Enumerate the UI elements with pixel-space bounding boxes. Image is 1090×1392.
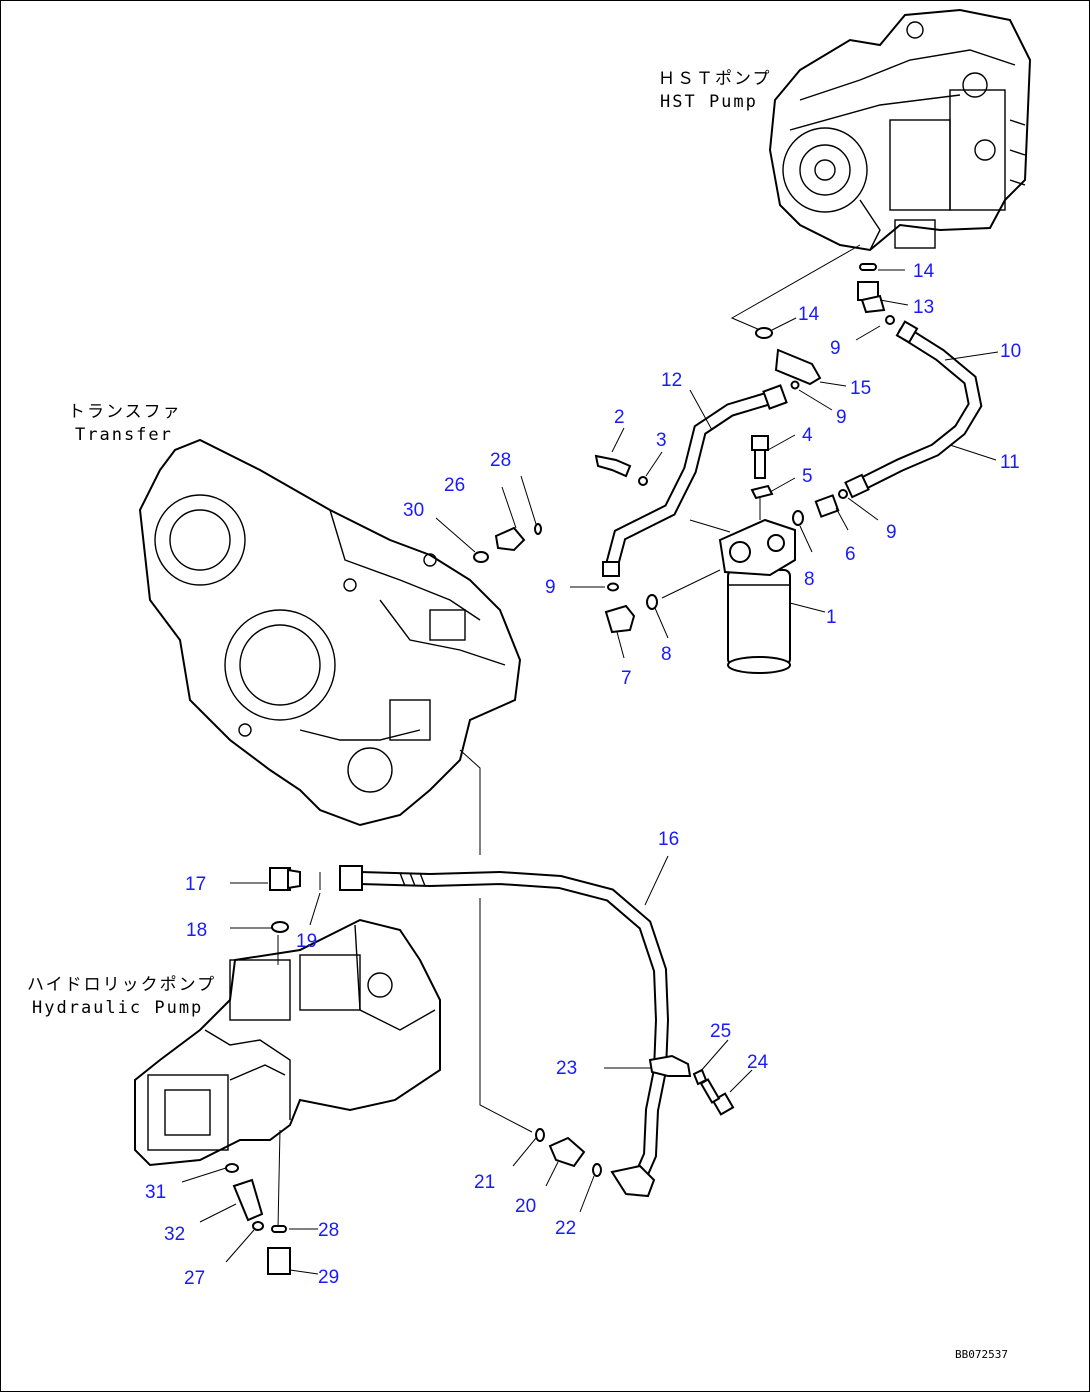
callout-4: 4 <box>802 425 813 446</box>
callout-8-left: 8 <box>661 644 672 665</box>
elbow-29 <box>267 1247 291 1275</box>
callout-28-top: 28 <box>490 450 511 471</box>
oring-31 <box>225 1163 239 1173</box>
callout-14-top: 14 <box>913 261 935 282</box>
oring-9b <box>790 380 800 390</box>
callout-29: 29 <box>318 1267 339 1288</box>
filter-assembly <box>718 518 796 674</box>
tube-32 <box>232 1178 264 1222</box>
washer-25 <box>692 1068 708 1086</box>
oring-30 <box>473 551 489 563</box>
adapter-26 <box>494 526 526 552</box>
callout-23: 23 <box>556 1058 577 1079</box>
oring-8b <box>646 594 658 610</box>
callout-18: 18 <box>186 920 207 941</box>
oring-14b <box>755 327 773 339</box>
callout-2: 2 <box>614 407 625 428</box>
callout-31: 31 <box>145 1182 166 1203</box>
callout-27: 27 <box>184 1268 205 1289</box>
fitting-6 <box>814 494 840 518</box>
callout-21: 21 <box>474 1172 495 1193</box>
callout-26: 26 <box>444 475 465 496</box>
elbow-17 <box>269 867 301 891</box>
hydraulic-pump-illustration <box>134 918 441 1167</box>
drawing-code: BB072537 <box>955 1348 1008 1361</box>
oring-21 <box>535 1128 545 1142</box>
callout-9-right: 9 <box>886 522 897 543</box>
elbow-13 <box>857 281 886 314</box>
callout-30: 30 <box>403 500 424 521</box>
callout-10: 10 <box>1000 341 1021 362</box>
elbow-7 <box>604 604 636 634</box>
bolt-24 <box>699 1078 735 1116</box>
callout-22: 22 <box>555 1218 576 1239</box>
callout-1: 1 <box>826 607 837 628</box>
callout-7: 7 <box>621 668 632 689</box>
callout-28-bottom: 28 <box>318 1220 339 1241</box>
oring-18 <box>271 921 289 933</box>
oring-14a <box>859 263 877 271</box>
callout-9-left: 9 <box>545 577 556 598</box>
hose-11 <box>844 320 983 499</box>
transfer-label-en: Transfer <box>75 425 173 445</box>
callout-14-left: 14 <box>798 304 820 325</box>
pump-drop-line <box>277 1129 281 1229</box>
callout-24: 24 <box>747 1052 769 1073</box>
flow-line <box>730 244 861 331</box>
hydraulic-pump-label-en: Hydraulic Pump <box>32 998 203 1018</box>
oring-28a <box>534 523 542 535</box>
oring-8a <box>792 510 804 526</box>
callout-20: 20 <box>515 1196 536 1217</box>
oring-27 <box>252 1221 264 1231</box>
callout-15: 15 <box>850 378 871 399</box>
oring-22 <box>592 1163 602 1177</box>
hose-16 <box>339 865 670 1198</box>
callout-9-upper: 9 <box>830 338 841 359</box>
hst-pump-label-en: HST Pump <box>660 92 758 112</box>
callout-11: 11 <box>1000 452 1020 473</box>
sensor-2 <box>594 454 632 478</box>
callout-3: 3 <box>656 430 667 451</box>
oring-9a <box>607 582 619 592</box>
callout-16: 16 <box>658 829 679 850</box>
callout-6: 6 <box>845 544 856 565</box>
callout-9-mid: 9 <box>836 407 847 428</box>
callout-8-right: 8 <box>804 569 815 590</box>
callout-13: 13 <box>913 297 934 318</box>
filter-flow-line <box>661 569 721 599</box>
callout-19: 19 <box>296 931 317 952</box>
guide-line-top <box>459 749 481 855</box>
filter-flow-line-2 <box>689 519 731 533</box>
callout-12: 12 <box>661 370 682 391</box>
leader-lines <box>181 269 999 1275</box>
callout-32: 32 <box>164 1224 185 1245</box>
oring-9d <box>838 489 848 499</box>
clamp-23 <box>648 1054 692 1077</box>
hst-pump-label-jp: ＨＳＴポンプ <box>658 69 772 89</box>
transfer-label-jp: トランスファ <box>68 402 182 422</box>
callout-25: 25 <box>710 1021 731 1042</box>
oring-3 <box>638 476 648 486</box>
connector-20 <box>548 1136 586 1168</box>
callout-5: 5 <box>802 466 813 487</box>
hose-12 <box>602 384 788 577</box>
washer-5 <box>750 484 774 500</box>
hydraulic-pump-label-jp: ハイドロリックポンプ <box>27 975 216 995</box>
oring-9c <box>885 315 895 325</box>
transfer-illustration <box>138 438 522 827</box>
callout-17: 17 <box>185 874 206 895</box>
oring-28b <box>271 1225 287 1233</box>
hst-pump-illustration <box>768 8 1032 252</box>
guide-line-bottom <box>479 898 533 1133</box>
bolt-4 <box>751 435 769 479</box>
adapter-15 <box>774 348 822 386</box>
